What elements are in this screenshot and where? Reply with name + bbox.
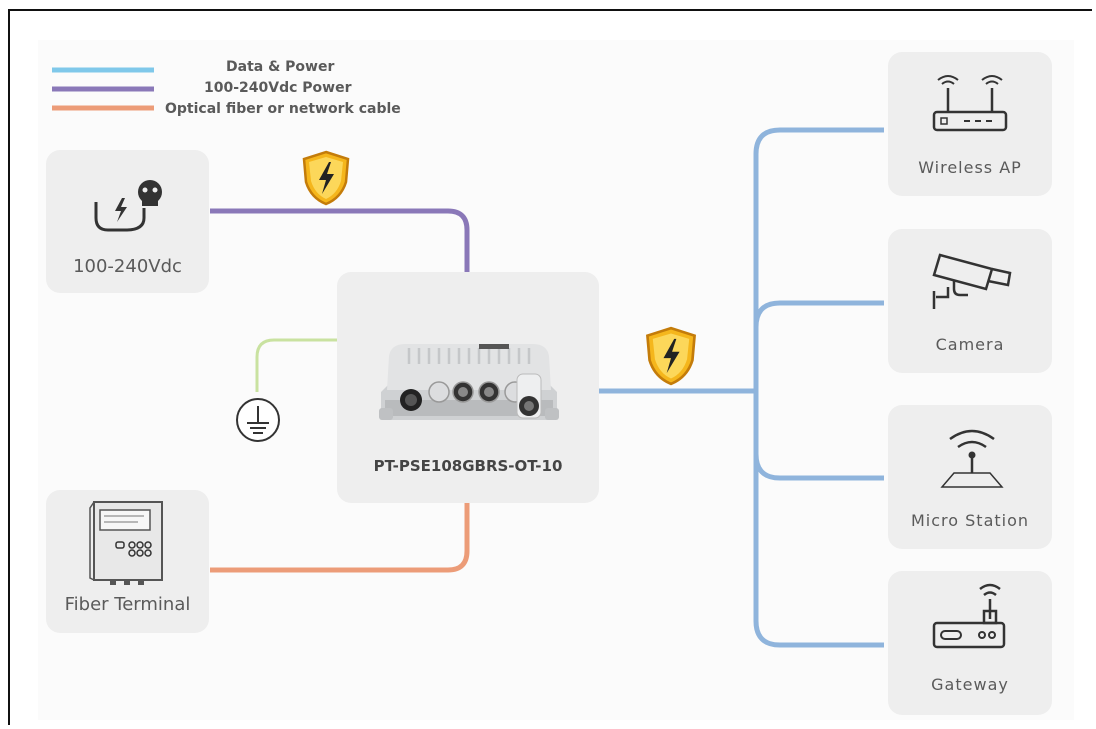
data-line-micro-station bbox=[753, 453, 884, 481]
ground-line bbox=[255, 338, 340, 392]
data-line-camera bbox=[753, 300, 884, 328]
fiber-terminal-label: Fiber Terminal bbox=[64, 594, 191, 615]
device-label-gateway: Gateway bbox=[931, 675, 1009, 694]
device-label-wireless-ap: Wireless AP bbox=[918, 158, 1022, 177]
data-line-trunk bbox=[753, 127, 884, 648]
lightning-shield-icon bbox=[302, 150, 350, 206]
micro-station-icon bbox=[940, 429, 1004, 488]
power-line bbox=[210, 208, 470, 273]
legend-label-data-power: Data & Power bbox=[226, 59, 335, 75]
device-label-camera: Camera bbox=[935, 335, 1005, 354]
camera-icon bbox=[932, 253, 1012, 309]
fiber-terminal-card: Fiber Terminal bbox=[46, 490, 209, 633]
wireless-router-icon bbox=[932, 75, 1008, 132]
device-card-micro-station: Micro Station bbox=[888, 405, 1052, 549]
power-source-label: 100-240Vdc bbox=[73, 256, 182, 277]
device-label-micro-station: Micro Station bbox=[910, 511, 1030, 530]
ground-icon bbox=[236, 398, 280, 442]
lightning-shield-icon bbox=[646, 326, 696, 386]
power-plug-icon bbox=[94, 180, 162, 232]
legend-label-power: 100-240Vdc Power bbox=[204, 80, 352, 96]
fiber-terminal-icon bbox=[89, 501, 163, 585]
switch-model-label: PT-PSE108GBRS-OT-10 bbox=[373, 457, 563, 475]
legend-label-fiber: Optical fiber or network cable bbox=[165, 101, 401, 117]
power-source-card: 100-240Vdc bbox=[46, 150, 209, 293]
device-card-camera: Camera bbox=[888, 229, 1052, 373]
gateway-icon bbox=[932, 583, 1006, 649]
fiber-line bbox=[210, 503, 470, 573]
poe-switch-image bbox=[379, 344, 559, 420]
device-card-wireless-ap: Wireless AP bbox=[888, 52, 1052, 196]
switch-card: PT-PSE108GBRS-OT-10 bbox=[337, 272, 599, 503]
device-card-gateway: Gateway bbox=[888, 571, 1052, 715]
